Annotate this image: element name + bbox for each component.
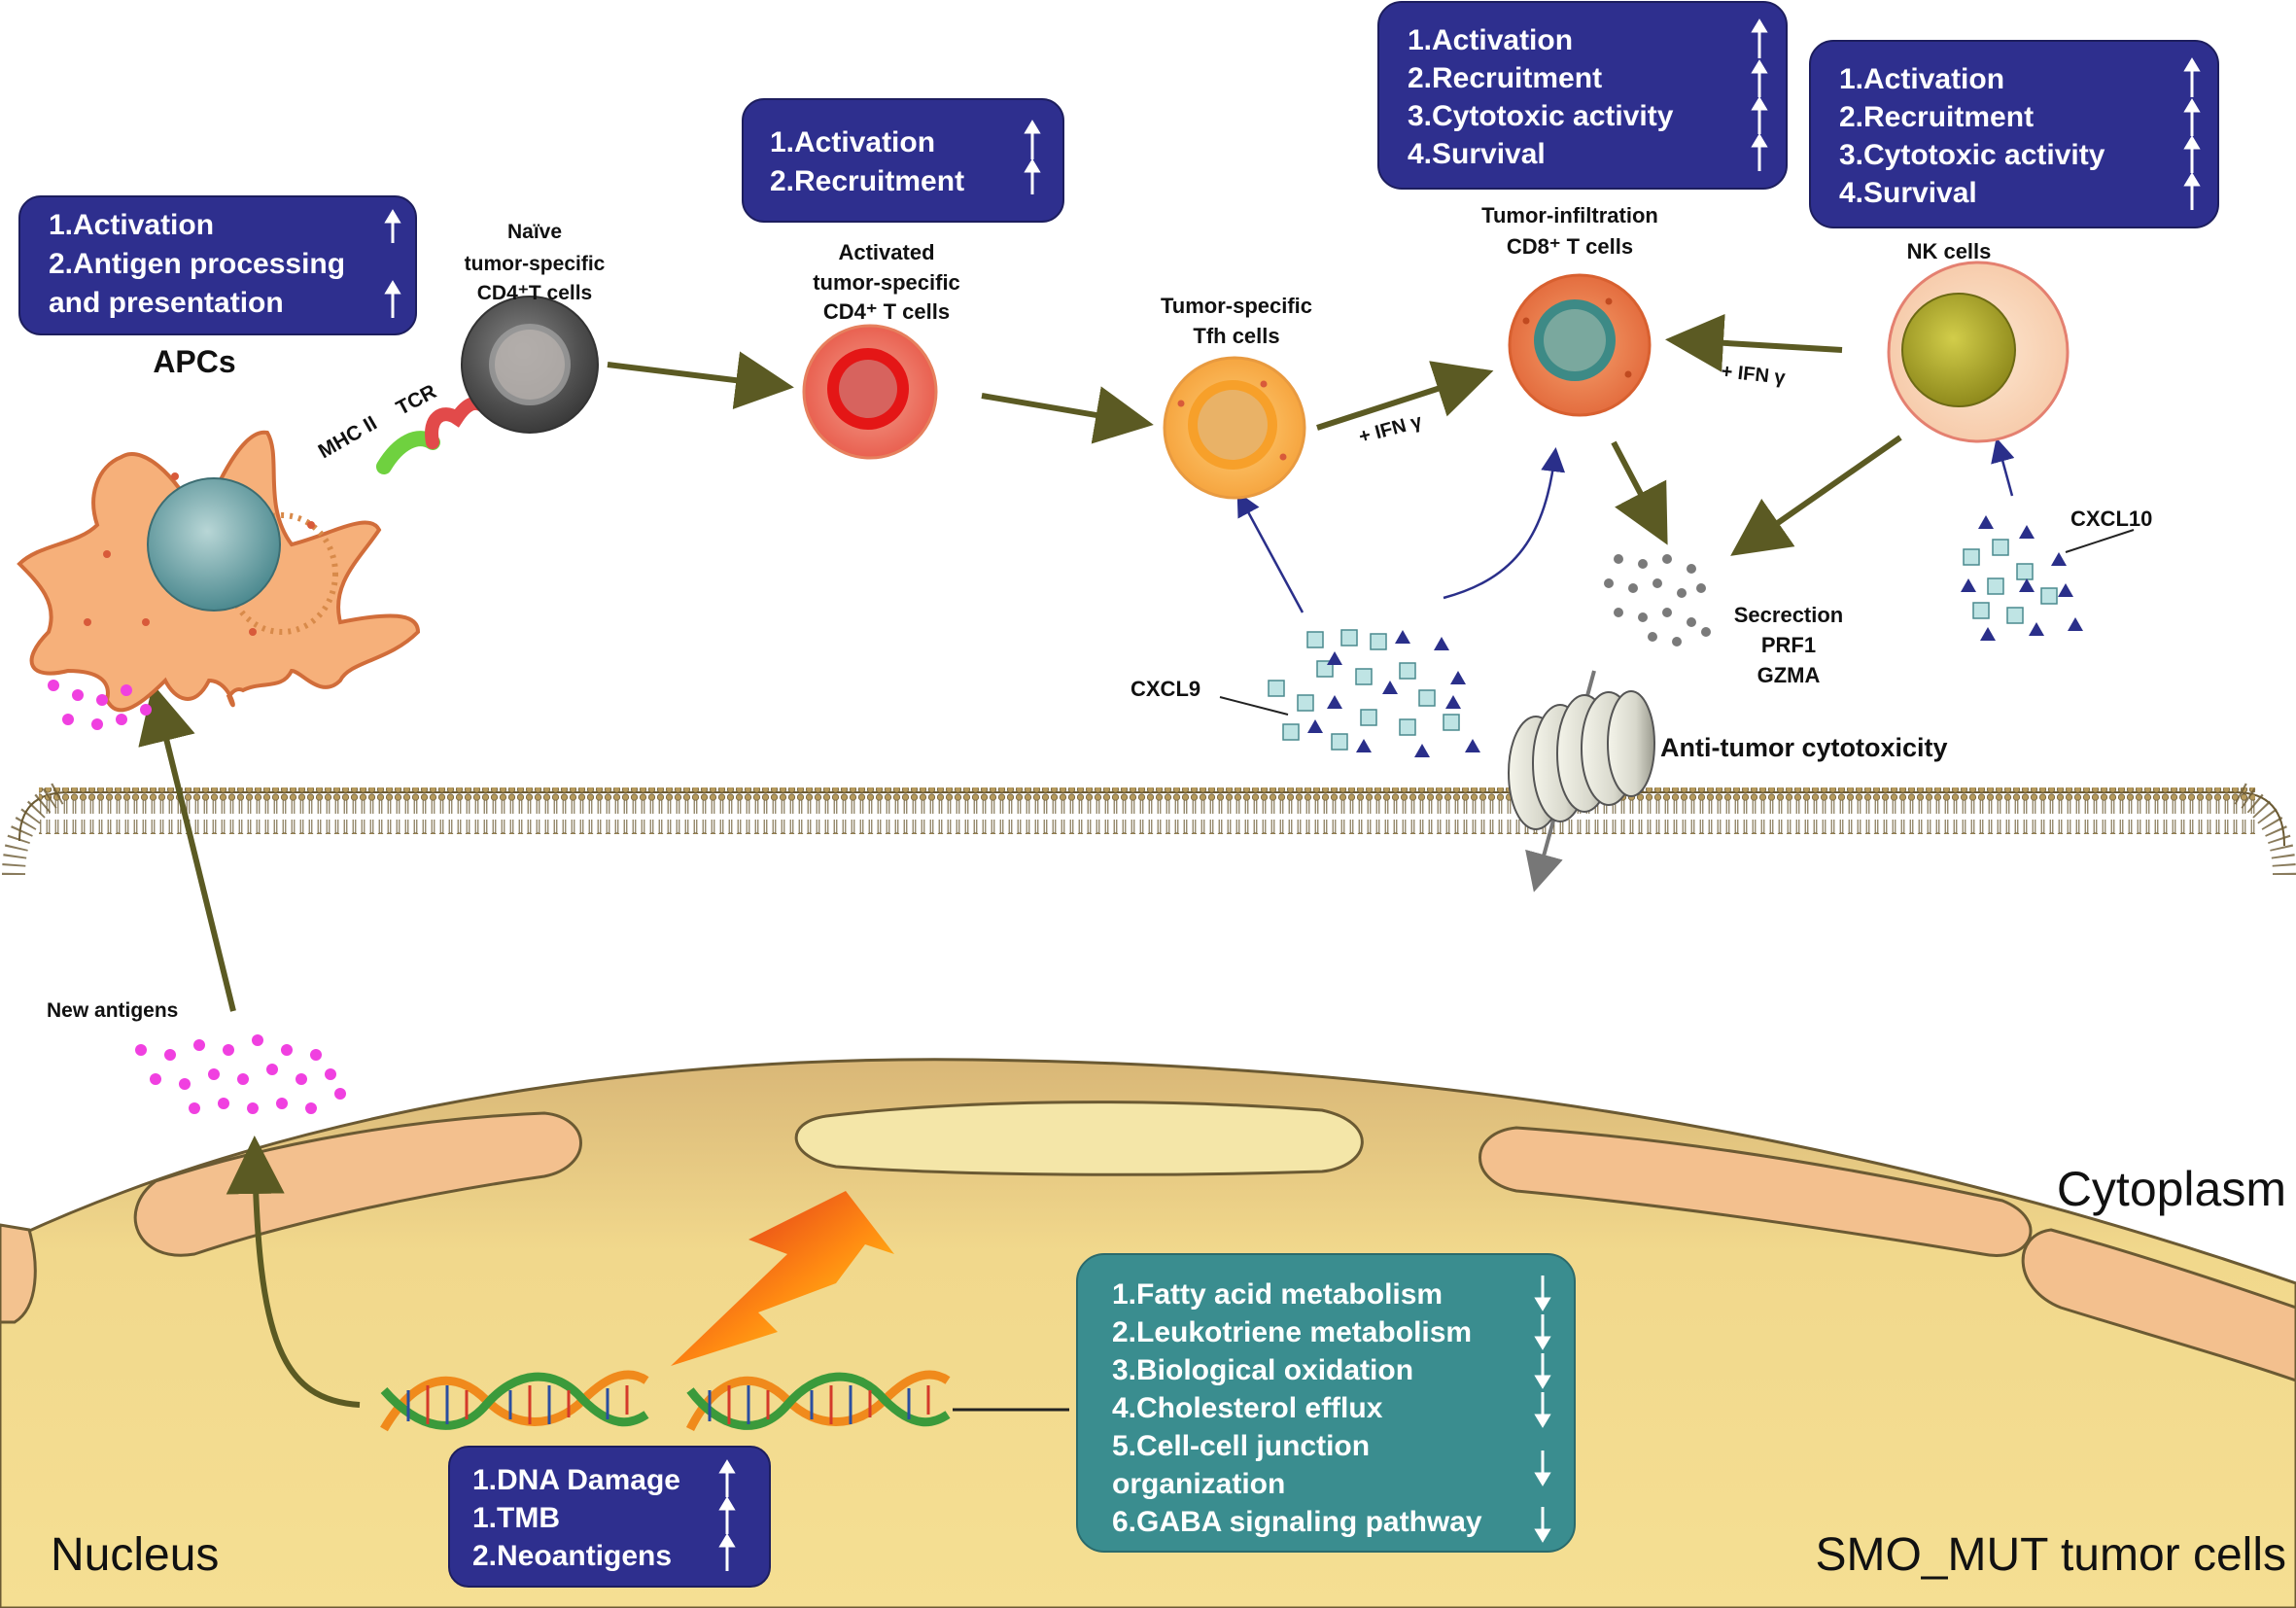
cd8-function-box: 1.Activation 2.Recruitment 3.Cytotoxic a…: [1377, 1, 1788, 190]
nk-box-line-1: 1.Activation: [1839, 63, 2004, 95]
dna-box-line-3: 2.Neoantigens: [472, 1540, 672, 1572]
cd8-box-line-2: 2.Recruitment: [1408, 62, 1602, 94]
cd4-function-box: 1.Activation 2.Recruitment: [742, 98, 1064, 223]
cd8-label-1: Tumor-infiltration: [1481, 203, 1658, 227]
metab-box-line-6: organization: [1112, 1468, 1285, 1500]
down-arrow-icon: [1534, 1276, 1551, 1543]
cxcl9-label: CXCL9: [1131, 677, 1200, 701]
lightning-icon: [671, 1191, 894, 1366]
cd4-box-line-1: 1.Activation: [770, 126, 935, 158]
naive-label-3: CD4⁺T cells: [477, 282, 592, 304]
apc-box-line-2: 2.Antigen processing: [49, 248, 345, 280]
cd8-t-cell: [1508, 273, 1652, 417]
tfh-label-1: Tumor-specific: [1161, 294, 1312, 318]
nucleus-label: Nucleus: [51, 1529, 219, 1581]
nk-box-line-2: 2.Recruitment: [1839, 101, 2034, 133]
nk-box-line-4: 4.Survival: [1839, 177, 1977, 209]
metab-box-line-3: 3.Biological oxidation: [1112, 1354, 1413, 1386]
cytoplasm-label: Cytoplasm: [2057, 1162, 2286, 1216]
mhcii-label: MHC II: [315, 412, 381, 464]
nk-box-line-3: 3.Cytotoxic activity: [1839, 139, 2105, 171]
cd8-label-2: CD8⁺ T cells: [1507, 234, 1633, 259]
gzma-label: GZMA: [1757, 663, 1821, 687]
nk-label: NK cells: [1907, 239, 1992, 263]
apc-function-box: 1.Activation 2.Antigen processing and pr…: [18, 195, 417, 335]
up-arrow-icon: [1751, 18, 1768, 171]
cell-membrane: [2, 783, 2296, 876]
up-arrow-icon: [1024, 120, 1041, 194]
prf1-label: PRF1: [1761, 633, 1816, 657]
naive-label-2: tumor-specific: [465, 253, 606, 275]
activated-label-2: tumor-specific: [813, 270, 960, 295]
activated-cd4-t-cell: [802, 324, 938, 460]
activated-label-3: CD4⁺ T cells: [823, 299, 950, 324]
cd8-box-line-1: 1.Activation: [1408, 24, 1573, 56]
cxcl9-pointer: [1219, 696, 1289, 716]
up-arrow-icon: [2183, 57, 2201, 210]
cxcl10-pointer: [2065, 529, 2135, 553]
membrane-channel-icon: [1508, 690, 1655, 830]
mhcii-receptor: [376, 431, 440, 474]
secretion-granules: [1604, 554, 1711, 647]
metabolism-box: 1.Fatty acid metabolism 2.Leukotriene me…: [1076, 1253, 1576, 1553]
apc-cell: [17, 430, 421, 713]
chemokine-arrows: [1236, 437, 2015, 613]
pathway-arrows: [138, 313, 1902, 1408]
tfh-label-2: Tfh cells: [1193, 324, 1279, 348]
nk-function-box: 1.Activation 2.Recruitment 3.Cytotoxic a…: [1809, 40, 2219, 228]
cxcl10-label: CXCL10: [2070, 507, 2152, 531]
dna-box-line-1: 1.DNA Damage: [472, 1464, 680, 1496]
cxcl9-cluster: [1268, 629, 1480, 757]
apc-box-line-1: 1.Activation: [49, 209, 214, 241]
cd8-box-line-3: 3.Cytotoxic activity: [1408, 100, 1674, 132]
dna-damage-box: 1.DNA Damage 1.TMB 2.Neoantigens: [448, 1446, 771, 1588]
naive-cd4-t-cell: [461, 296, 599, 434]
anti-tumor-label: Anti-tumor cytotoxicity: [1660, 733, 1948, 762]
metab-box-line-5: 5.Cell-cell junction: [1112, 1430, 1370, 1462]
cxcl10-cluster: [1961, 515, 2083, 641]
new-antigens-label: New antigens: [47, 999, 178, 1022]
ifn-tfh-label: + IFN γ: [1357, 410, 1425, 448]
apcs-label: APCs: [153, 344, 235, 379]
metab-box-line-4: 4.Cholesterol efflux: [1112, 1392, 1383, 1424]
up-arrow-icon: [384, 209, 401, 318]
nk-cell: [1887, 261, 2070, 443]
dna-helix-icon: [685, 1370, 951, 1432]
up-arrow-icon: [718, 1459, 736, 1571]
secretion-label: Secrection: [1734, 603, 1844, 627]
metab-box-line-2: 2.Leukotriene metabolism: [1112, 1316, 1472, 1348]
cd8-box-line-4: 4.Survival: [1408, 138, 1546, 170]
dna-helix-icon: [380, 1370, 649, 1432]
activated-label-1: Activated: [838, 240, 934, 264]
naive-label-1: Naïve: [507, 221, 562, 243]
ifn-nk-label: + IFN γ: [1720, 361, 1787, 389]
apc-box-line-3: and presentation: [49, 287, 284, 319]
dna-box-line-2: 1.TMB: [472, 1502, 560, 1534]
metab-box-line-7: 6.GABA signaling pathway: [1112, 1506, 1482, 1538]
smo-mut-label: SMO_MUT tumor cells: [1815, 1529, 2286, 1581]
new-antigen-dots: [48, 680, 346, 1114]
cd4-box-line-2: 2.Recruitment: [770, 165, 964, 197]
tfh-cell: [1163, 356, 1306, 500]
metab-box-line-1: 1.Fatty acid metabolism: [1112, 1278, 1443, 1311]
